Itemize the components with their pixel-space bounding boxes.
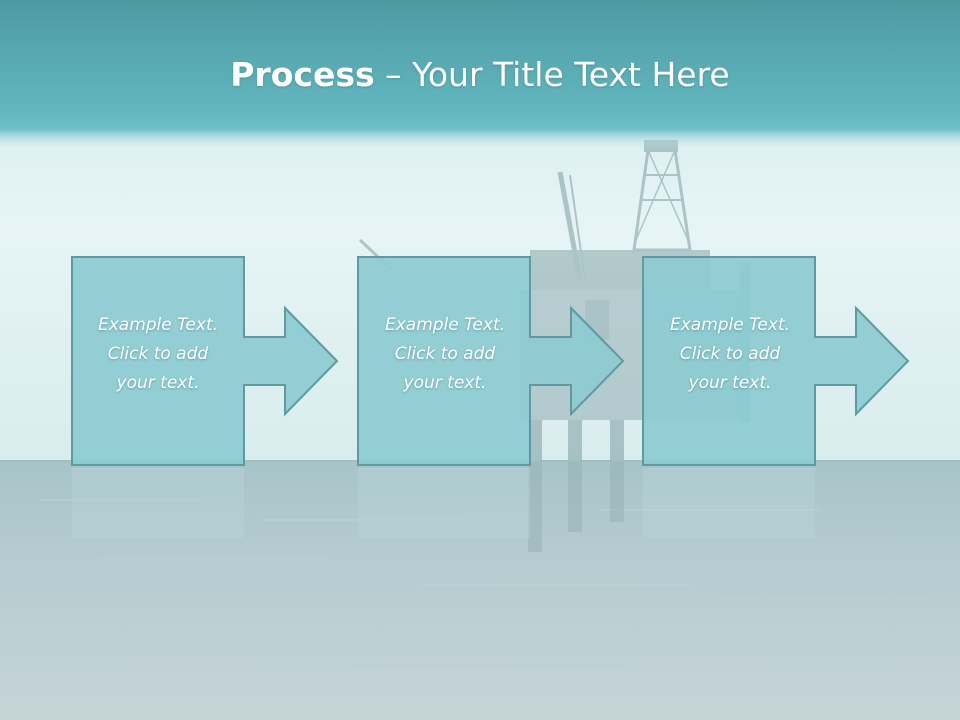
step-1-line-3: your text. xyxy=(116,373,200,393)
step-2-text[interactable]: Example Text. Click to add your text. xyxy=(360,311,530,398)
sea xyxy=(0,460,960,720)
rig-reflection xyxy=(528,462,624,552)
process-step-2[interactable] xyxy=(357,256,625,466)
step-3-line-3: your text. xyxy=(688,373,772,393)
header-band xyxy=(0,0,960,150)
step-2-line-1: Example Text. xyxy=(384,315,506,335)
step-2-line-3: your text. xyxy=(403,373,487,393)
step-1-arrow-box[interactable] xyxy=(71,256,339,466)
step-3-text[interactable]: Example Text. Click to add your text. xyxy=(645,311,815,398)
process-step-1[interactable] xyxy=(71,256,339,466)
process-step-3[interactable] xyxy=(642,256,910,466)
step-3-line-2: Click to add xyxy=(679,344,781,364)
slide-title[interactable]: Process – Your Title Text Here xyxy=(0,52,960,98)
step-1-line-2: Click to add xyxy=(107,344,209,364)
title-rest: – Your Title Text Here xyxy=(374,55,730,94)
step-3-line-1: Example Text. xyxy=(669,315,791,335)
step-3-arrow-box[interactable] xyxy=(642,256,910,466)
step-2-line-2: Click to add xyxy=(394,344,496,364)
box-reflections xyxy=(72,468,815,538)
step-1-text[interactable]: Example Text. Click to add your text. xyxy=(73,311,243,398)
step-1-line-1: Example Text. xyxy=(97,315,219,335)
title-bold: Process xyxy=(230,55,375,94)
step-2-arrow-box[interactable] xyxy=(357,256,625,466)
